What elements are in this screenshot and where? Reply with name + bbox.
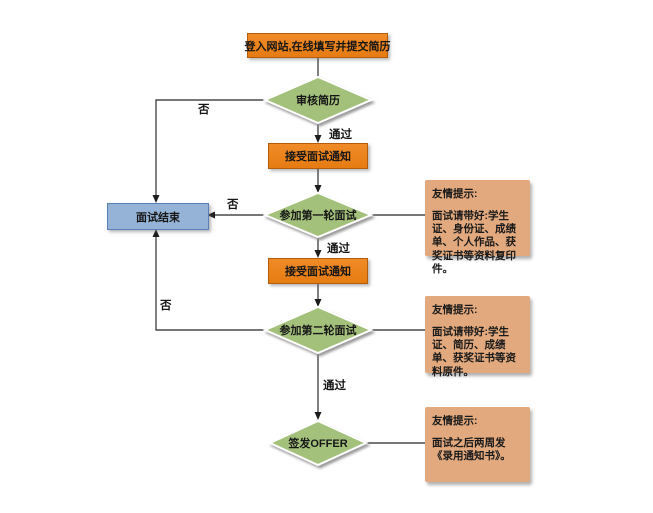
arrowhead-down-icon <box>152 195 160 203</box>
node-interview-end: 面试结束 <box>107 203 209 230</box>
edge-label-round2-pass: 通过 <box>323 380 346 392</box>
note-title: 友情提示: <box>432 188 478 200</box>
note-box-offer: 友情提示: 面试之后两周发《录用通知书》。 <box>425 407 530 482</box>
arrowhead-down-icon <box>314 135 322 143</box>
edge-label-round1-pass: 通过 <box>327 243 350 255</box>
note-title: 友情提示: <box>432 304 478 316</box>
note-box-round2: 友情提示: 面试请带好:学生证、简历、成绩单、获奖证书等资料原件。 <box>425 296 530 378</box>
edge-label-round1-no: 否 <box>227 199 239 211</box>
edge-review-no-end <box>155 99 265 197</box>
note-body: 面试请带好:学生证、简历、成绩单、获奖证书等资料原件。 <box>432 326 516 378</box>
note-box-round1: 友情提示: 面试请带好:学生证、身份证、成绩单、个人作品、获奖证书等资料复印件。 <box>425 180 530 275</box>
edge-label-review-pass: 通过 <box>329 129 352 141</box>
edge-round2-no-end <box>155 235 265 331</box>
decision-round2-shape <box>262 305 374 355</box>
arrowhead-down-icon <box>314 250 322 258</box>
arrowhead-down-icon <box>314 412 322 420</box>
decision-review-shape <box>262 75 374 125</box>
note-body: 面试之后两周发《录用通知书》。 <box>432 437 511 463</box>
node-interview-notice-1: 接受面试通知 <box>268 143 368 169</box>
arrowhead-up-icon <box>152 229 160 237</box>
node-interview-notice-2: 接受面试通知 <box>268 258 368 284</box>
decision-offer-shape <box>267 419 369 467</box>
note-title: 友情提示: <box>432 415 478 427</box>
edge-label-round2-no: 否 <box>160 300 172 312</box>
edge-label-review-no: 否 <box>198 104 210 116</box>
arrowhead-down-icon <box>314 185 322 193</box>
node-start-submit-resume: 登入网站,在线填写并提交简历 <box>244 33 391 58</box>
decision-round1-shape <box>262 191 374 239</box>
arrowhead-down-icon <box>314 299 322 307</box>
arrowhead-left-icon <box>207 211 215 219</box>
note-body: 面试请带好:学生证、身份证、成绩单、个人作品、获奖证书等资料复印件。 <box>432 210 516 275</box>
